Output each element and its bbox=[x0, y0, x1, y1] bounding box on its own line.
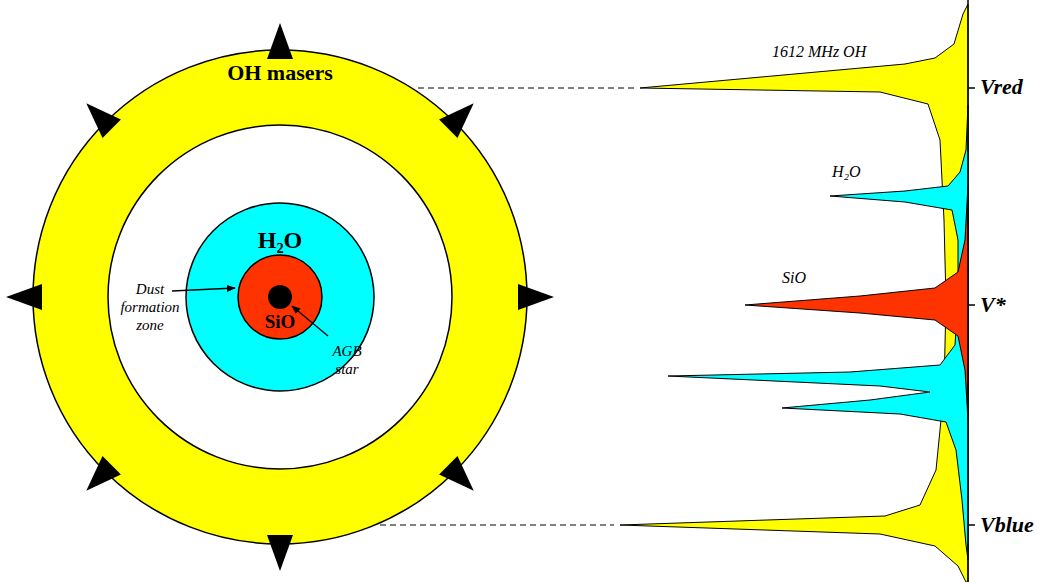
star-annotation: AGB star bbox=[324, 342, 370, 378]
outflow-arrowhead bbox=[86, 456, 121, 491]
sio-spectrum bbox=[745, 185, 968, 420]
outflow-arrowhead bbox=[518, 284, 554, 310]
zone-label: OH masers bbox=[33, 61, 527, 85]
velocity-label: Vred bbox=[980, 74, 1023, 99]
spectrum-label: SiO bbox=[782, 268, 806, 287]
dashed-guide bbox=[418, 88, 634, 89]
outflow-arrowhead bbox=[267, 23, 293, 59]
zone-label: SiO bbox=[237, 312, 323, 333]
outflow-arrowhead bbox=[439, 103, 474, 138]
sio-maser-zone: SiO bbox=[237, 254, 323, 340]
zone-disc bbox=[238, 255, 322, 339]
velocity-label: Vblue bbox=[980, 512, 1034, 537]
dashed-guide bbox=[380, 525, 614, 526]
axis-tick bbox=[968, 524, 975, 526]
h2o-spectrum bbox=[668, 105, 968, 560]
leader-arrow bbox=[292, 306, 328, 336]
outflow-arrowhead bbox=[86, 103, 121, 138]
zone-disc bbox=[186, 203, 374, 391]
velocity-label: V* bbox=[980, 292, 1006, 317]
spectrum-label: H₂O bbox=[832, 162, 861, 181]
outflow-arrowhead bbox=[6, 284, 42, 310]
zone-label: H₂O bbox=[185, 227, 375, 253]
oh-spectrum bbox=[620, 4, 968, 582]
outflow-arrowhead bbox=[267, 535, 293, 571]
axis-tick bbox=[968, 87, 975, 89]
outflow-arrowhead bbox=[439, 456, 474, 491]
spectrum-label: 1612 MHz OH bbox=[772, 42, 866, 61]
outflow-arrows bbox=[6, 23, 554, 571]
leader-arrow bbox=[172, 288, 235, 291]
shell-ring bbox=[33, 50, 527, 544]
axis-tick bbox=[968, 304, 975, 306]
agb-star-dot bbox=[268, 285, 292, 309]
zone-annotation: Dust formation zone bbox=[110, 280, 190, 334]
